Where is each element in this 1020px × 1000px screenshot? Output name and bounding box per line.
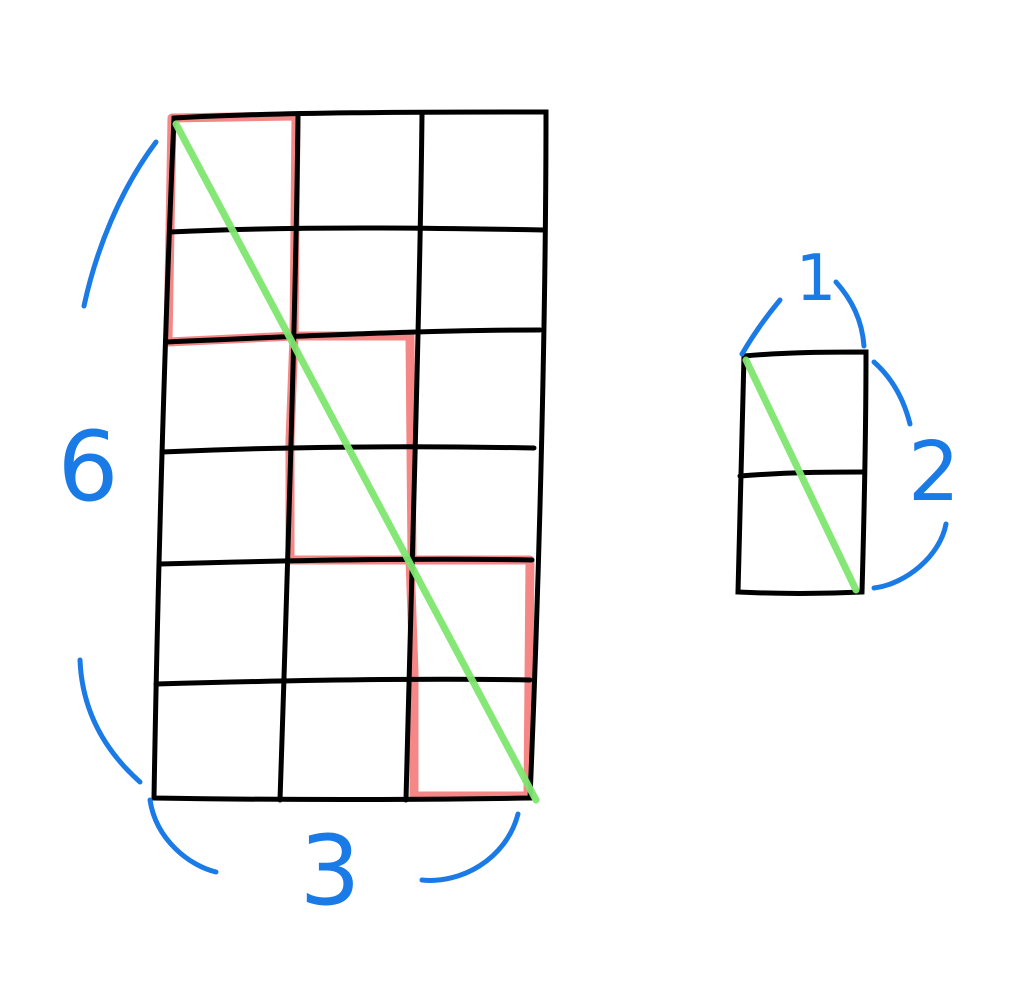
large-grid-braces <box>77 139 521 883</box>
large-grid-frame <box>151 109 549 802</box>
small-grid-diagonal <box>742 356 860 594</box>
large-width-label: 3 <box>299 815 360 927</box>
large-grid-hline-1 <box>167 225 547 235</box>
small-height-brace-bottom <box>871 521 949 591</box>
large-grid-hline-4 <box>157 556 535 567</box>
height-brace-bottom <box>77 657 143 785</box>
large-grid-hline-5 <box>153 676 533 687</box>
large-grid-hline-2 <box>163 327 543 345</box>
small-grid-braces <box>739 279 949 591</box>
large-grid-hline-3 <box>159 444 537 455</box>
small-grid-frame <box>735 349 869 596</box>
large-grid-vline-2 <box>403 111 425 803</box>
small-width-brace-right <box>833 279 867 349</box>
width-brace-right <box>419 811 521 883</box>
large-grid-vline-1 <box>277 113 301 803</box>
large-grid <box>151 109 549 803</box>
large-height-label: 6 <box>57 411 118 523</box>
small-width-label: 1 <box>796 242 837 316</box>
small-height-label: 2 <box>908 425 960 520</box>
height-brace-top <box>81 139 159 309</box>
large-grid-diagonal <box>172 120 540 804</box>
width-brace-left <box>147 797 219 875</box>
small-grid-hline-1 <box>737 469 867 479</box>
small-height-brace-top <box>871 359 913 427</box>
small-grid <box>735 349 869 596</box>
small-width-brace-left <box>739 297 783 357</box>
